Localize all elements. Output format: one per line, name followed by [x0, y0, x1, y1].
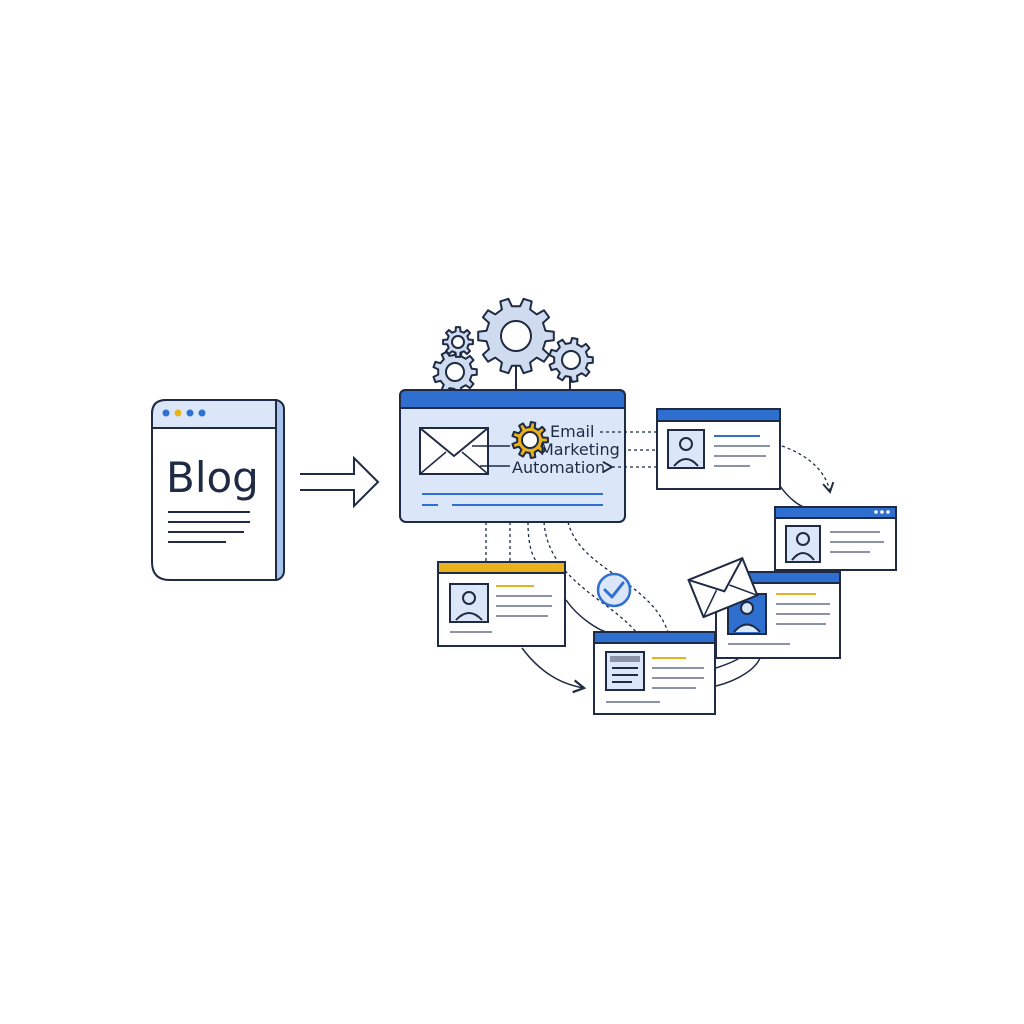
profile-card-right — [774, 506, 897, 571]
gear-icon — [511, 421, 549, 459]
profile-card-left — [437, 561, 566, 647]
arrow-right-icon — [300, 455, 380, 509]
hub-label-email: Email — [550, 422, 594, 441]
envelope-icon — [419, 427, 489, 475]
envelope-icon — [687, 556, 759, 619]
window-dot-icon — [186, 409, 194, 417]
newsletter-icon — [605, 651, 645, 691]
avatar-icon — [449, 583, 489, 623]
gear-cluster — [432, 297, 594, 395]
hub-label-automation: Automation — [512, 458, 605, 477]
blog-title: Blog — [166, 453, 259, 502]
gear-icon — [548, 337, 594, 383]
automation-hub-window: Email Marketing Automation — [399, 389, 626, 523]
newsletter-card — [593, 631, 716, 715]
gear-icon — [442, 326, 474, 358]
gear-icon — [477, 297, 555, 375]
blog-card: Blog — [151, 399, 285, 581]
window-dot-icon — [162, 409, 170, 417]
hub-label-marketing: Marketing — [540, 440, 620, 459]
avatar-icon — [785, 525, 821, 563]
window-dot-icon — [174, 409, 182, 417]
profile-card-top — [656, 408, 781, 490]
checkmark-icon — [596, 572, 632, 608]
window-dot-icon — [198, 409, 206, 417]
avatar-icon — [667, 429, 705, 469]
